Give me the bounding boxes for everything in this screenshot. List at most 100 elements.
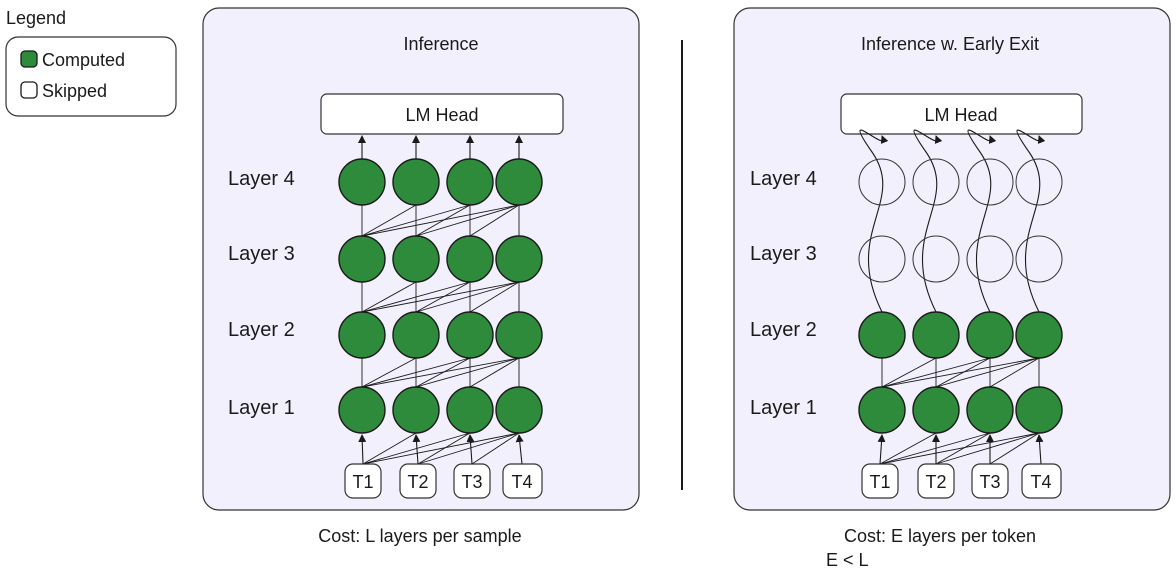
early-exit-edge <box>859 129 889 313</box>
token-box <box>971 463 1009 499</box>
layer-edge <box>881 357 937 388</box>
token-edge <box>1035 434 1044 465</box>
layer-edge <box>361 281 520 313</box>
layer-edge <box>361 204 520 237</box>
computed-node <box>858 311 906 359</box>
token-label: T1 <box>352 472 373 492</box>
computed-node <box>392 158 440 206</box>
layer-edge <box>469 204 520 237</box>
layer-edge <box>361 204 417 237</box>
token-edge <box>935 432 1040 465</box>
inference-panel: Inference LM Head Layer 4 Layer 3 Layer … <box>202 7 640 546</box>
cost-line: Cost: E layers per token <box>844 526 1036 546</box>
layer-2-label: Layer 2 <box>228 319 295 341</box>
computed-node <box>446 158 494 206</box>
token-edge <box>362 432 471 465</box>
token-box <box>502 463 543 499</box>
layer-edge <box>361 357 471 388</box>
layer-edge <box>935 357 991 388</box>
computed-node <box>1015 311 1063 359</box>
layer-edge <box>361 357 417 388</box>
skipped-node <box>912 158 960 206</box>
token-row: T1 T2 T3 T4 <box>861 463 1062 499</box>
token-edge <box>417 432 520 465</box>
layer-4-label: Layer 4 <box>750 168 817 190</box>
token-label: T3 <box>979 472 1000 492</box>
layer-edge <box>469 281 520 313</box>
computed-swatch <box>20 50 38 68</box>
token-row: T1 T2 T3 T4 <box>344 463 543 499</box>
computed-node <box>912 311 960 359</box>
layer-1-label: Layer 1 <box>228 397 295 419</box>
computed-node <box>338 235 386 283</box>
layer-edge <box>935 357 1040 388</box>
skipped-node <box>1015 158 1063 206</box>
layer-edge <box>881 357 1040 388</box>
early-exit-edge <box>1016 129 1046 313</box>
computed-node <box>495 386 543 434</box>
token-edge <box>362 432 417 465</box>
token-edge <box>471 432 520 465</box>
token-edge <box>515 434 524 465</box>
skipped-node <box>966 158 1014 206</box>
cost-line: E < L <box>826 550 869 570</box>
network <box>858 129 1063 465</box>
layer-edge <box>415 357 471 388</box>
legend-title: Legend <box>6 8 66 28</box>
legend-computed-label: Computed <box>42 50 125 70</box>
token-edge <box>989 432 1040 465</box>
lm-head-label: LM Head <box>405 105 478 125</box>
token-edge <box>879 432 937 465</box>
computed-node <box>338 386 386 434</box>
computed-node <box>966 386 1014 434</box>
layer-edge <box>361 281 417 313</box>
token-label: T2 <box>925 472 946 492</box>
computed-node <box>495 311 543 359</box>
token-label: T2 <box>407 472 428 492</box>
layer-edge <box>415 281 520 313</box>
token-edge <box>412 434 421 465</box>
token-label: T4 <box>511 472 532 492</box>
token-edge <box>362 432 520 465</box>
skipped-node <box>912 235 960 283</box>
token-edge <box>358 434 367 465</box>
layer-2-label: Layer 2 <box>750 319 817 341</box>
layer-edge <box>361 281 471 313</box>
layer-edge <box>415 204 520 237</box>
skipped-node <box>1015 235 1063 283</box>
edges <box>859 129 1046 465</box>
lm-head-box <box>320 93 564 135</box>
token-label: T4 <box>1030 472 1051 492</box>
computed-node <box>495 158 543 206</box>
cost-line: Cost: L layers per sample <box>318 526 521 546</box>
token-edge <box>466 434 475 465</box>
legend: Legend Computed Skipped <box>5 8 177 117</box>
layer-3-label: Layer 3 <box>750 243 817 265</box>
nodes <box>338 158 543 434</box>
token-edge <box>935 432 991 465</box>
panel-title: Inference w. Early Exit <box>861 34 1039 54</box>
layer-edge <box>881 357 991 388</box>
computed-node <box>392 386 440 434</box>
early-exit-edge <box>913 129 943 313</box>
layer-edge <box>469 357 520 388</box>
nodes <box>858 158 1063 434</box>
layer-1-label: Layer 1 <box>750 397 817 419</box>
computed-node <box>338 311 386 359</box>
token-label: T3 <box>461 472 482 492</box>
lm-head-label: LM Head <box>924 105 997 125</box>
computed-node <box>495 235 543 283</box>
layer-edge <box>361 204 471 237</box>
computed-node <box>858 386 906 434</box>
skipped-node <box>858 158 906 206</box>
token-edge <box>877 434 886 465</box>
token-box <box>917 463 955 499</box>
computed-node <box>446 235 494 283</box>
panel-title: Inference <box>403 34 478 54</box>
edges <box>358 135 524 465</box>
computed-node <box>338 158 386 206</box>
layer-edge <box>415 204 471 237</box>
layer-4-label: Layer 4 <box>228 168 295 190</box>
lm-head-box <box>840 93 1083 135</box>
computed-node <box>912 386 960 434</box>
